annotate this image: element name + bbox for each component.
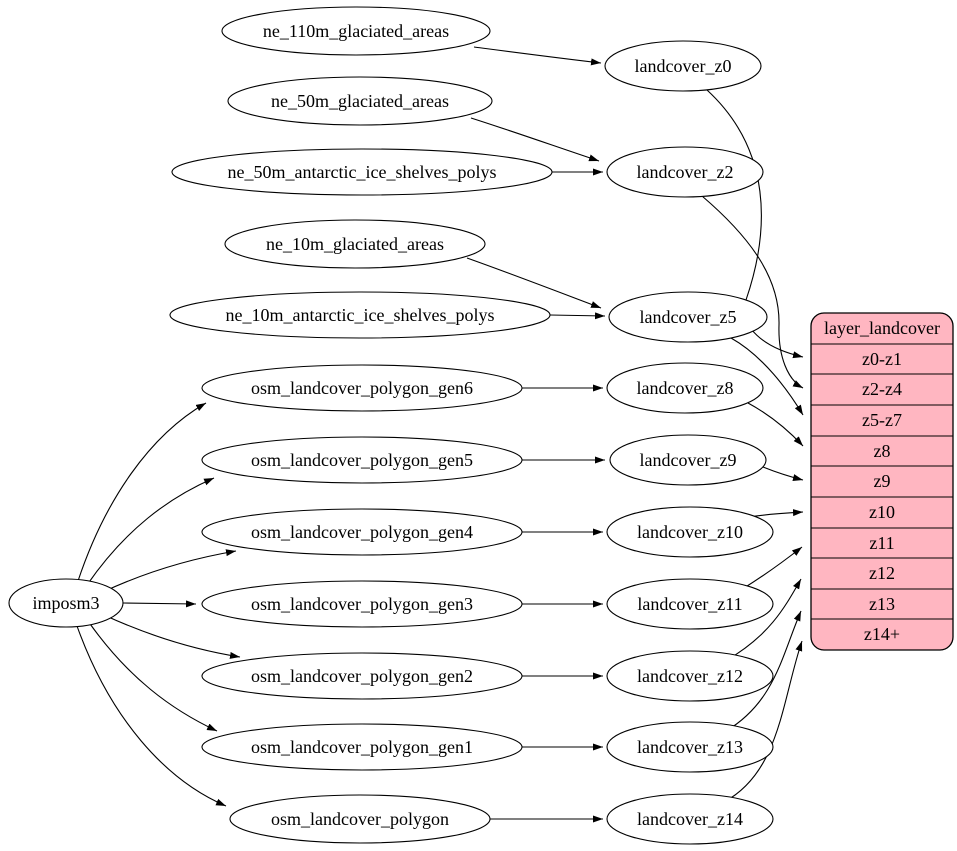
node-landcover-z10: landcover_z10	[606, 506, 774, 558]
node-label: osm_landcover_polygon	[271, 809, 449, 829]
node-label: landcover_z9	[640, 450, 737, 470]
edge-landcover-z10-to-row-z10	[748, 509, 804, 518]
node-label: ne_10m_antarctic_ice_shelves_polys	[226, 305, 495, 325]
edge-ne-10m-antarctic-ice-shelves-polys-to-landcover-z5	[549, 312, 606, 320]
layer-row-z12: z12	[869, 563, 895, 583]
node-label: ne_50m_glaciated_areas	[271, 91, 449, 111]
edge-landcover-z14-to-row-z14plus	[723, 640, 803, 803]
edge-imposm3-to-osm-landcover-polygon-gen4	[102, 549, 237, 593]
edge-imposm3-to-osm-landcover-polygon-gen2	[103, 614, 241, 659]
layer-row-z9: z9	[874, 471, 891, 491]
edge-landcover-z5-to-row-z5-z7	[730, 337, 804, 416]
edge-landcover-z8-to-row-z8	[747, 402, 804, 447]
edge-landcover-z2-to-row-z2-z4	[701, 195, 804, 389]
node-label: landcover_z10	[637, 522, 743, 542]
edge-imposm3-to-osm-landcover-polygon-gen1	[87, 620, 218, 732]
node-label: landcover_z14	[637, 809, 743, 829]
edge-landcover-z12-to-row-z12	[726, 578, 802, 661]
edge-landcover-z0-to-row-z0-z1	[706, 89, 804, 359]
layer-row-z10: z10	[869, 502, 895, 522]
node-label: osm_landcover_polygon_gen1	[251, 737, 473, 757]
node-osm-landcover-polygon-gen2: osm_landcover_polygon_gen2	[201, 652, 523, 700]
node-landcover-z12: landcover_z12	[606, 650, 774, 702]
node-imposm3: imposm3	[8, 578, 124, 628]
node-label: osm_landcover_polygon_gen2	[251, 666, 473, 686]
node-osm-landcover-polygon-gen4: osm_landcover_polygon_gen4	[201, 508, 523, 556]
node-label: landcover_z11	[637, 594, 742, 614]
edge-ne-110m-glaciated-areas-to-landcover-z0	[473, 46, 602, 66]
node-ne-50m-antarctic-ice-shelves-polys: ne_50m_antarctic_ice_shelves_polys	[171, 148, 553, 196]
node-label: landcover_z12	[637, 666, 743, 686]
node-ne-10m-glaciated-areas: ne_10m_glaciated_areas	[224, 219, 486, 269]
node-label: osm_landcover_polygon_gen6	[251, 378, 473, 398]
imposm3-label: imposm3	[32, 593, 99, 613]
node-label: osm_landcover_polygon_gen4	[251, 522, 473, 542]
node-label: ne_10m_glaciated_areas	[266, 234, 444, 254]
layer-row-z5-z7: z5-z7	[862, 410, 902, 430]
layer-row-z8: z8	[874, 441, 891, 461]
layer-row-z14plus: z14+	[864, 624, 900, 644]
node-label: landcover_z8	[637, 378, 734, 398]
node-label: landcover_z0	[635, 56, 732, 76]
node-osm-landcover-polygon-gen1: osm_landcover_polygon_gen1	[201, 723, 523, 771]
layer-row-z0-z1: z0-z1	[862, 349, 902, 369]
node-ne-110m-glaciated-areas: ne_110m_glaciated_areas	[221, 6, 491, 56]
node-label: osm_landcover_polygon_gen5	[251, 450, 473, 470]
node-label: landcover_z2	[637, 162, 734, 182]
layer-row-z2-z4: z2-z4	[862, 379, 902, 399]
edge-ne-10m-glaciated-areas-to-landcover-z5	[466, 257, 602, 309]
node-ne-50m-glaciated-areas: ne_50m_glaciated_areas	[227, 76, 493, 126]
node-landcover-z8: landcover_z8	[606, 362, 764, 414]
node-landcover-z2: landcover_z2	[606, 146, 764, 198]
node-osm-landcover-polygon-gen3: osm_landcover_polygon_gen3	[201, 580, 523, 628]
node-label: ne_50m_antarctic_ice_shelves_polys	[228, 162, 497, 182]
edge-landcover-z13-to-row-z13	[725, 610, 802, 732]
layer-row-z13: z13	[869, 594, 895, 614]
node-label: osm_landcover_polygon_gen3	[251, 594, 473, 614]
layer-row-z11: z11	[869, 533, 894, 553]
node-landcover-z0: landcover_z0	[604, 40, 762, 92]
layer-title: layer_landcover	[824, 318, 940, 338]
node-landcover-z11: landcover_z11	[606, 578, 774, 630]
node-label: landcover_z13	[637, 737, 743, 757]
edge-ne-50m-glaciated-areas-to-landcover-z2	[470, 117, 600, 162]
node-landcover-z9: landcover_z9	[609, 434, 767, 486]
edge-imposm3-to-osm-landcover-polygon	[76, 625, 227, 807]
node-osm-landcover-polygon-gen5: osm_landcover_polygon_gen5	[201, 436, 523, 484]
node-landcover-z5: landcover_z5	[608, 291, 768, 343]
layer-record-box	[810, 312, 954, 651]
edges-group	[76, 46, 804, 823]
layer-landcover-record: layer_landcover z0-z1 z2-z4 z5-z7 z8 z9 …	[810, 312, 954, 651]
node-label: landcover_z5	[640, 307, 737, 327]
edge-imposm3-to-osm-landcover-polygon-gen3	[122, 600, 197, 608]
node-landcover-z13: landcover_z13	[606, 721, 774, 773]
edge-landcover-z9-to-row-z9	[762, 466, 804, 481]
edge-imposm3-to-osm-landcover-polygon-gen6	[77, 402, 207, 582]
node-osm-landcover-polygon-gen6: osm_landcover_polygon_gen6	[201, 364, 523, 412]
node-osm-landcover-polygon: osm_landcover_polygon	[229, 794, 491, 844]
imposm3-ellipse	[8, 578, 124, 628]
node-label: ne_110m_glaciated_areas	[263, 21, 449, 41]
node-landcover-z14: landcover_z14	[606, 793, 774, 845]
edge-imposm3-to-osm-landcover-polygon-gen5	[86, 477, 215, 586]
node-ne-10m-antarctic-ice-shelves-polys: ne_10m_antarctic_ice_shelves_polys	[169, 291, 551, 339]
edge-landcover-z11-to-row-z11	[743, 546, 803, 589]
